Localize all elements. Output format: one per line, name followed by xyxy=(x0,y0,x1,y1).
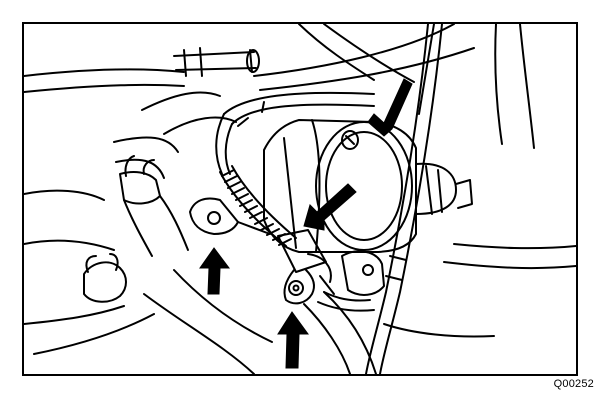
arrow-bottom-terminal xyxy=(277,311,309,369)
mounting-bracket xyxy=(189,197,271,235)
callout-arrows xyxy=(199,78,413,369)
battery-cable xyxy=(365,24,443,374)
wire-harness xyxy=(215,91,375,175)
figure-code: Q00252 xyxy=(553,378,594,390)
starter-motor xyxy=(263,119,473,253)
upper-hose xyxy=(173,47,260,77)
engine-block xyxy=(24,155,189,355)
arrow-top-bolt xyxy=(367,78,413,137)
engine-bay-contours xyxy=(24,24,576,374)
arrow-left-bolt xyxy=(199,247,230,295)
figure-frame xyxy=(22,22,578,376)
arrow-terminal-nut xyxy=(303,183,357,231)
starter-motor-drawing xyxy=(24,24,576,374)
lower-connector xyxy=(317,250,385,312)
solenoid-terminal xyxy=(277,229,335,305)
